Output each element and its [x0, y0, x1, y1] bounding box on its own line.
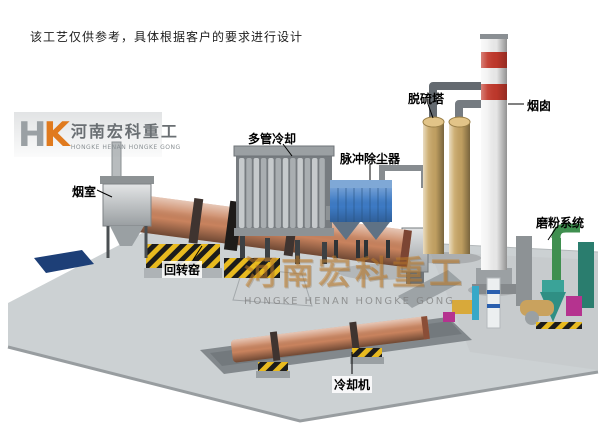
- multi-tube-cooler-group: [233, 145, 335, 264]
- cyan-pipe: [472, 286, 479, 320]
- hazard-support: [224, 258, 280, 278]
- chimney-group: [472, 34, 516, 294]
- mill-column: [578, 242, 594, 308]
- platform: [7, 228, 599, 423]
- label-desulfurization-tower: 脱硫塔: [408, 92, 445, 106]
- grind-duct: [516, 236, 532, 306]
- label-multi-tube-cooler: 多管冷却: [248, 132, 297, 146]
- hazard-support: [258, 362, 288, 371]
- label-grinding-system: 磨粉系统: [536, 216, 585, 230]
- feeder-box: [452, 300, 472, 314]
- grinding-system-group: [516, 223, 594, 329]
- cooler-tubes: [239, 158, 325, 228]
- leader-desulfurization-tower: [427, 103, 434, 119]
- label-chimney: 烟囱: [527, 99, 552, 113]
- hazard-support: [536, 322, 582, 329]
- label-smoke-chamber: 烟室: [72, 185, 97, 199]
- cooling-ring: [269, 331, 281, 362]
- tower-pipe: [429, 82, 482, 120]
- label-rotary-kiln: 回转窑: [162, 261, 203, 278]
- disclaimer-text: 该工艺仅供参考，具体根据客户的要求进行设计: [30, 30, 304, 44]
- leader-rotary-kiln: [192, 245, 203, 261]
- silo: [486, 277, 501, 329]
- green-pipe: [551, 223, 580, 239]
- logo-name-cn: 河南宏科重工: [70, 122, 179, 141]
- label-pulse-dust-collector: 脉冲除尘器: [340, 152, 401, 166]
- label-cooling-machine: 冷却机: [332, 376, 373, 393]
- hazard-support: [352, 348, 382, 357]
- leader-smoke-chamber: [96, 189, 113, 198]
- feed-cluster: [398, 270, 501, 329]
- logo-monogram: HK: [18, 118, 70, 152]
- logo-name-en: HONGKE HENAN HONGKE GONG: [70, 144, 181, 151]
- logo-watermark: HK 河南宏科重工 HONGKE HENAN HONGKE GONG: [14, 112, 180, 157]
- tower-pipe: [455, 100, 482, 120]
- kiln-tyre: [188, 198, 204, 244]
- magenta-unit: [566, 296, 582, 316]
- logo-monogram-h: H: [18, 114, 47, 155]
- logo-monogram-k: K: [43, 114, 69, 155]
- leader-multi-tube-cooler: [282, 143, 293, 157]
- smoke-chamber-group: [100, 141, 154, 258]
- desulfurization-towers-group: [422, 82, 482, 254]
- leader-grinding-system: [547, 227, 557, 241]
- cooling-machine-group: [230, 315, 430, 378]
- blue-pad: [34, 250, 94, 273]
- cooling-ring: [349, 321, 360, 352]
- leader-lines: [96, 103, 557, 374]
- chute: [398, 270, 462, 308]
